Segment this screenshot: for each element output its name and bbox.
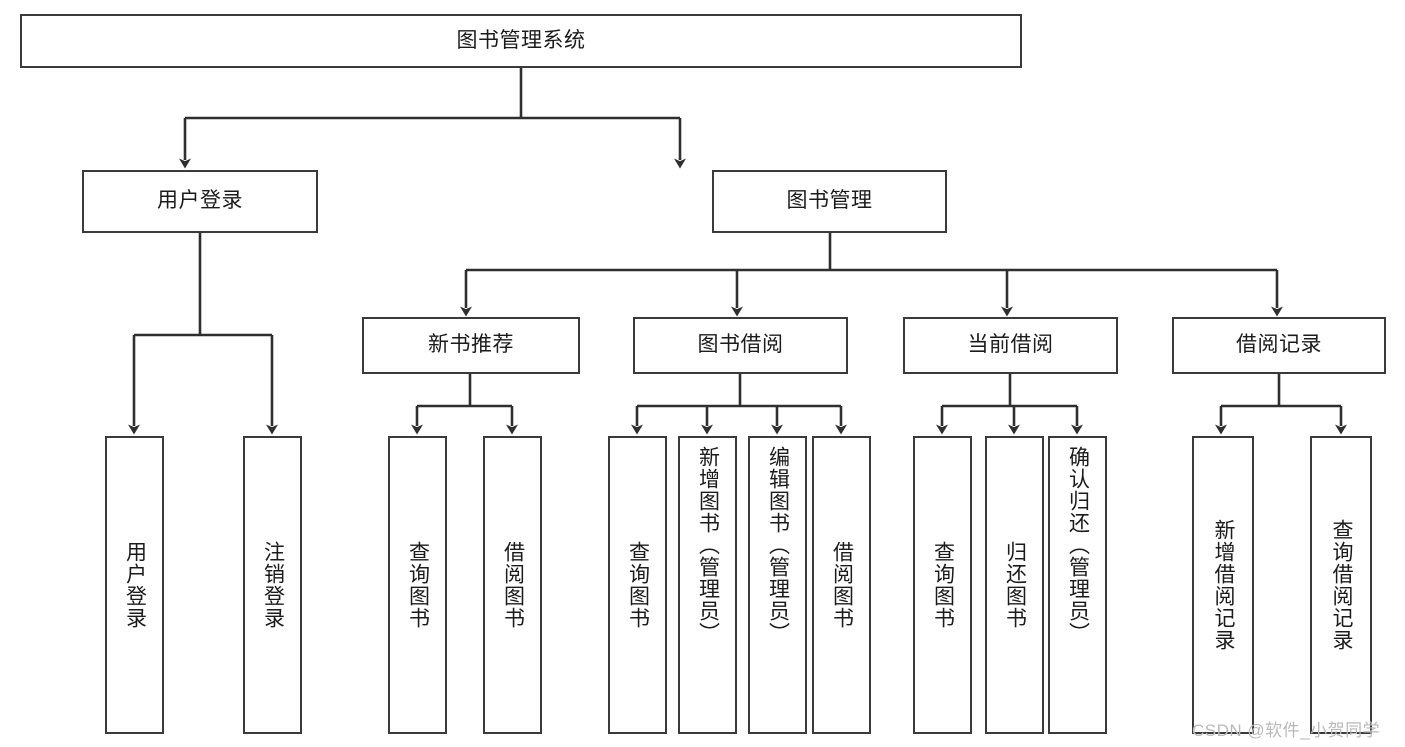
node-book-management-label: 图书管理 [786,189,873,213]
leaf-query-book-recommend: 查询图书 [388,436,447,734]
leaf-user-login-label: 用户登录 [123,541,147,629]
leaf-add-borrow-record-label: 新增借阅记录 [1212,519,1236,651]
node-user-login-label: 用户登录 [157,189,243,213]
leaf-return-book: 归还图书 [985,436,1044,734]
leaf-add-book-admin: 新增图书（管理员） [678,436,737,734]
node-new-book-recommend-label: 新书推荐 [428,333,514,357]
leaf-confirm-return-admin-label: 确认归还（管理员） [1066,446,1090,644]
node-book-management: 图书管理 [712,170,947,233]
leaf-return-book-label: 归还图书 [1003,541,1027,629]
leaf-query-book-borrow: 查询图书 [608,436,667,734]
leaf-borrow-book-label: 借阅图书 [830,541,854,629]
leaf-borrow-book-recommend: 借阅图书 [483,436,542,734]
node-current-borrow-label: 当前借阅 [967,333,1054,357]
leaf-logout: 注销登录 [243,436,302,734]
leaf-edit-book-admin-label: 编辑图书（管理员） [766,446,790,644]
leaf-query-book-current: 查询图书 [913,436,972,734]
node-root: 图书管理系统 [20,14,1022,68]
node-root-label: 图书管理系统 [456,28,586,52]
node-new-book-recommend: 新书推荐 [362,317,580,374]
node-book-borrow: 图书借阅 [633,317,848,374]
csdn-watermark: CSDN @软件_小贺同学 [1192,721,1381,740]
leaf-edit-book-admin: 编辑图书（管理员） [748,436,807,734]
leaf-query-book-borrow-label: 查询图书 [626,541,650,629]
leaf-logout-label: 注销登录 [261,541,285,629]
node-borrow-records: 借阅记录 [1172,317,1386,374]
leaf-user-login: 用户登录 [105,436,164,734]
node-current-borrow: 当前借阅 [903,317,1118,374]
node-book-borrow-label: 图书借阅 [697,333,784,357]
node-borrow-records-label: 借阅记录 [1236,333,1322,357]
leaf-query-borrow-record: 查询借阅记录 [1310,436,1372,734]
leaf-borrow-book: 借阅图书 [812,436,871,734]
leaf-borrow-book-recommend-label: 借阅图书 [501,541,525,629]
leaf-query-borrow-record-label: 查询借阅记录 [1330,519,1354,651]
node-user-login: 用户登录 [82,170,318,233]
leaf-query-book-recommend-label: 查询图书 [406,541,430,629]
leaf-query-book-current-label: 查询图书 [931,541,955,629]
leaf-add-borrow-record: 新增借阅记录 [1192,436,1254,734]
leaf-confirm-return-admin: 确认归还（管理员） [1048,436,1107,734]
leaf-add-book-admin-label: 新增图书（管理员） [696,446,720,644]
